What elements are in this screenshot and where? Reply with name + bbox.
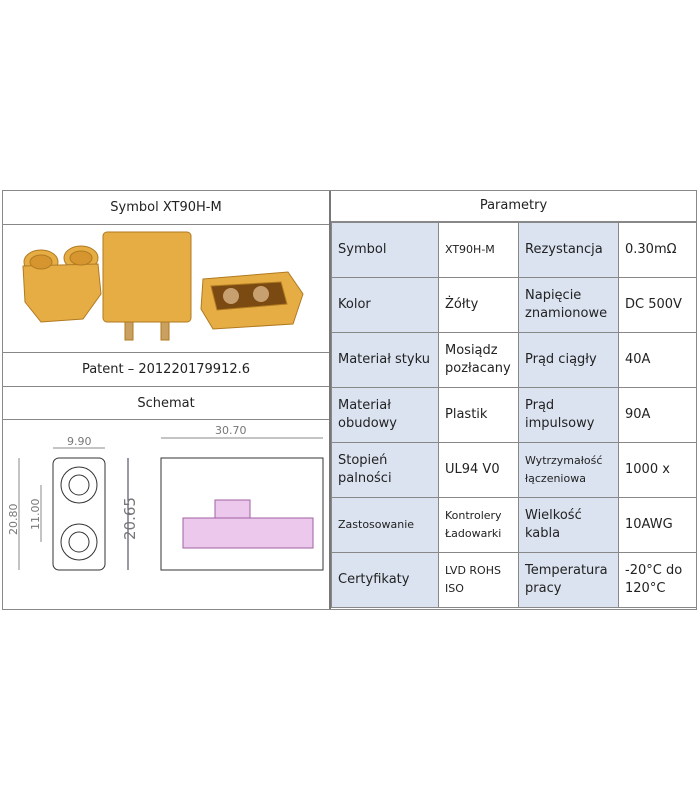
dim-length: 30.70 xyxy=(215,424,247,437)
param-key: Prąd ciągły xyxy=(518,332,619,388)
param-key: Napięcie znamionowe xyxy=(518,277,619,333)
param-value: Kontrolery Ładowarki xyxy=(438,497,519,553)
param-value: 10AWG xyxy=(618,497,697,553)
param-key: Kolor xyxy=(331,277,439,333)
param-value: 40A xyxy=(618,332,697,388)
symbol-header: Symbol XT90H-M xyxy=(3,191,329,225)
dim-pitch: 11.00 xyxy=(29,499,42,531)
left-panel: Symbol XT90H-M Patent – 201220179912.6 S… xyxy=(3,191,331,609)
technical-drawing: 9.90 30.70 20.80 11.00 20.65 xyxy=(7,424,324,571)
param-key: Stopień palności xyxy=(331,442,439,498)
param-key: Zastosowanie xyxy=(331,497,439,553)
param-key: Wielkość kabla xyxy=(518,497,619,553)
patent-number: Patent – 201220179912.6 xyxy=(3,353,329,387)
param-value: -20°C do 120°C xyxy=(618,552,697,608)
dim-height-side: 20.65 xyxy=(121,497,139,540)
connector-photos-image xyxy=(22,231,304,341)
param-value: 90A xyxy=(618,387,697,443)
schematic-header: Schemat xyxy=(3,387,329,420)
param-value: Mosiądz pozłacany xyxy=(438,332,519,388)
param-value: XT90H-M xyxy=(438,222,519,278)
param-value: LVD ROHS ISO xyxy=(438,552,519,608)
dim-height-outer: 20.80 xyxy=(7,504,20,536)
parameters-header: Parametry xyxy=(331,191,696,222)
param-key: Materiał styku xyxy=(331,332,439,388)
param-value: UL94 V0 xyxy=(438,442,519,498)
param-value: 0.30mΩ xyxy=(618,222,697,278)
param-value: 1000 x xyxy=(618,442,697,498)
dim-width: 9.90 xyxy=(67,435,92,448)
param-key: Prąd impulsowy xyxy=(518,387,619,443)
param-value: Plastik xyxy=(438,387,519,443)
spec-sheet: Symbol XT90H-M Patent – 201220179912.6 S… xyxy=(2,190,697,610)
product-photos xyxy=(3,224,329,353)
schematic-drawing: 9.90 30.70 20.80 11.00 20.65 xyxy=(3,420,329,609)
param-key: Rezystancja xyxy=(518,222,619,278)
param-value: Żółty xyxy=(438,277,519,333)
param-value: DC 500V xyxy=(618,277,697,333)
param-key: Wytrzymałość łączeniowa xyxy=(518,442,619,498)
param-key: Materiał obudowy xyxy=(331,387,439,443)
param-key: Temperatura pracy xyxy=(518,552,619,608)
param-key: Symbol xyxy=(331,222,439,278)
param-key: Certyfikaty xyxy=(331,552,439,608)
